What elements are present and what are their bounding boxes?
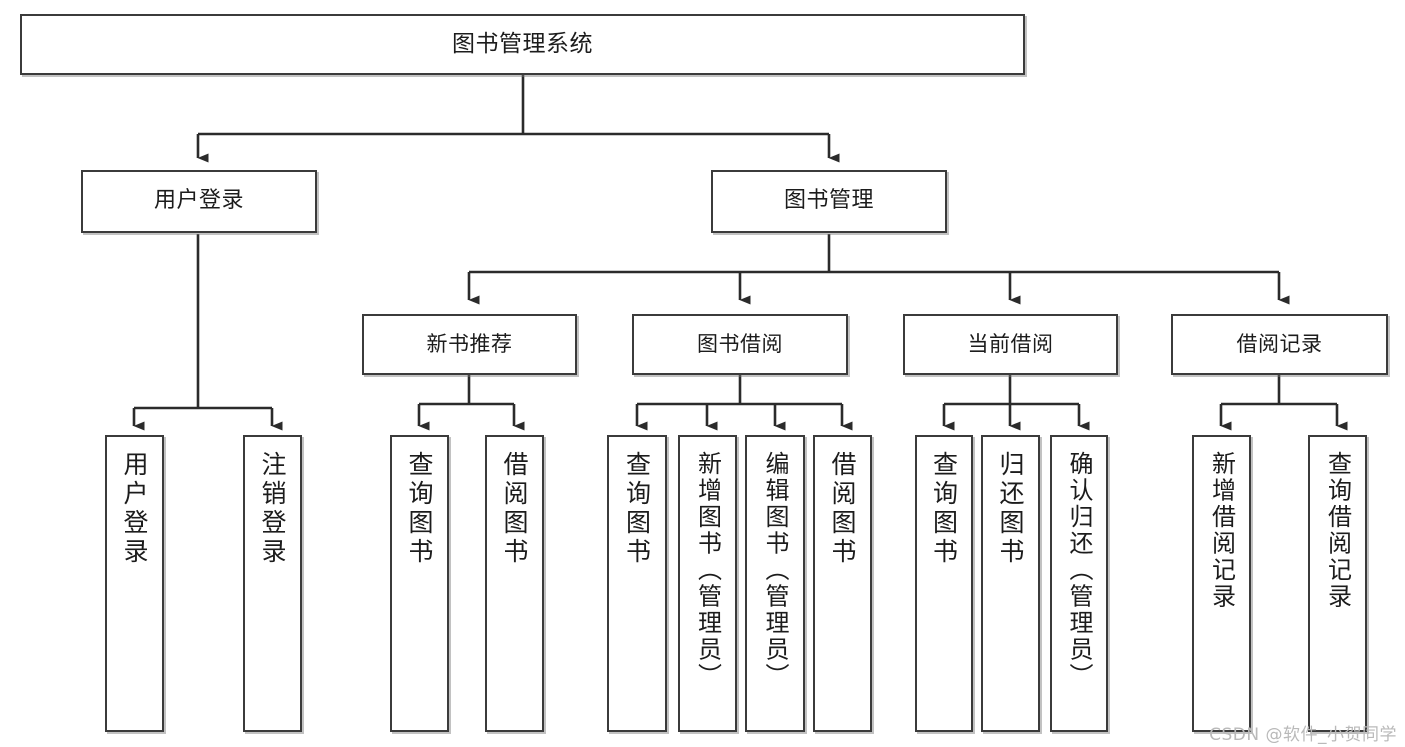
leaf-new-book-query-books[interactable]: 查询图书 — [390, 435, 449, 732]
node-label: 确认归还（管理员） — [1065, 451, 1093, 690]
node-label: 借阅图书 — [828, 451, 857, 567]
node-label: 当前借阅 — [967, 331, 1054, 356]
leaf-borrow-record-query-record[interactable]: 查询借阅记录 — [1308, 435, 1367, 732]
node-new-book-recommend[interactable]: 新书推荐 — [362, 314, 577, 375]
node-label: 查询图书 — [929, 451, 959, 567]
leaf-current-borrow-return-books[interactable]: 归还图书 — [981, 435, 1040, 732]
node-label: 新增借阅记录 — [1207, 451, 1236, 610]
leaf-book-borrow-query-books[interactable]: 查询图书 — [607, 435, 667, 732]
node-label: 借阅记录 — [1236, 331, 1323, 356]
leaf-user-login-logout[interactable]: 注销登录 — [243, 435, 302, 732]
leaf-current-borrow-confirm-return-admin[interactable]: 确认归还（管理员） — [1050, 435, 1108, 732]
node-borrow-record[interactable]: 借阅记录 — [1171, 314, 1388, 375]
node-label: 借阅图书 — [500, 451, 529, 567]
leaf-current-borrow-query-books[interactable]: 查询图书 — [915, 435, 973, 732]
node-label: 查询图书 — [622, 451, 652, 567]
leaf-book-borrow-edit-book-admin[interactable]: 编辑图书（管理员） — [745, 435, 805, 732]
node-label: 新增图书（管理员） — [693, 451, 722, 690]
node-label: 注销登录 — [258, 451, 287, 567]
leaf-book-borrow-add-book-admin[interactable]: 新增图书（管理员） — [678, 435, 737, 732]
node-label: 图书借阅 — [697, 331, 783, 356]
node-book-borrow[interactable]: 图书借阅 — [632, 314, 848, 375]
leaf-borrow-record-add-record[interactable]: 新增借阅记录 — [1192, 435, 1251, 732]
node-label: 归还图书 — [996, 451, 1025, 567]
node-user-login[interactable]: 用户登录 — [81, 170, 317, 233]
node-label: 用户登录 — [120, 451, 149, 567]
node-root-book-management-system[interactable]: 图书管理系统 — [20, 14, 1025, 75]
node-label: 查询图书 — [405, 451, 434, 567]
node-label: 查询借阅记录 — [1323, 451, 1352, 610]
node-label: 图书管理 — [783, 188, 874, 214]
node-label: 编辑图书（管理员） — [761, 451, 789, 690]
node-label: 图书管理系统 — [452, 30, 593, 57]
node-label: 新书推荐 — [426, 331, 513, 356]
node-book-management[interactable]: 图书管理 — [711, 170, 947, 233]
node-current-borrow[interactable]: 当前借阅 — [903, 314, 1118, 375]
node-label: 用户登录 — [153, 188, 244, 214]
leaf-new-book-borrow-books[interactable]: 借阅图书 — [485, 435, 544, 732]
leaf-book-borrow-borrow-books[interactable]: 借阅图书 — [813, 435, 872, 732]
leaf-user-login-login[interactable]: 用户登录 — [105, 435, 164, 732]
csdn-watermark: CSDN @软件_小贺同学 — [1209, 725, 1397, 745]
